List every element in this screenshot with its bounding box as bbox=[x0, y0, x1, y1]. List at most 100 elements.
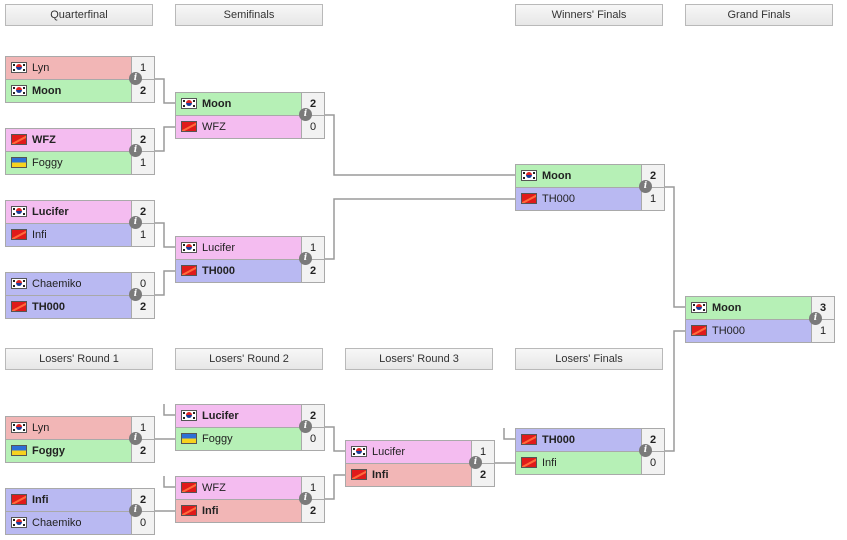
player-score: 2 bbox=[131, 440, 154, 462]
player-name: Chaemiko bbox=[32, 278, 82, 290]
flag-kr-icon bbox=[11, 422, 27, 433]
flag-cn-icon bbox=[521, 457, 537, 468]
flag-kr-icon bbox=[521, 170, 537, 181]
flag-cn-icon bbox=[521, 193, 537, 204]
info-icon[interactable]: i bbox=[129, 504, 142, 517]
player-name: Lyn bbox=[32, 422, 50, 434]
player-name: Foggy bbox=[32, 445, 65, 457]
player-name: Lucifer bbox=[202, 242, 236, 254]
player-score: 1 bbox=[131, 152, 154, 174]
player-name: Lucifer bbox=[202, 410, 239, 422]
flag-cn-icon bbox=[181, 482, 197, 493]
flag-ua-icon bbox=[181, 433, 197, 444]
flag-kr-icon bbox=[691, 302, 707, 313]
info-icon[interactable]: i bbox=[129, 72, 142, 85]
info-icon[interactable]: i bbox=[639, 444, 652, 457]
flag-cn-icon bbox=[351, 469, 367, 480]
player-score: 2 bbox=[131, 296, 154, 318]
header-losers-round-1: Losers' Round 1 bbox=[5, 348, 153, 370]
player-score: 0 bbox=[641, 452, 664, 474]
player-name: Lyn bbox=[32, 62, 50, 74]
header-losers-round-3: Losers' Round 3 bbox=[345, 348, 493, 370]
info-icon[interactable]: i bbox=[469, 456, 482, 469]
player-name: Chaemiko bbox=[32, 517, 82, 529]
header-winners-finals: Winners' Finals bbox=[515, 4, 663, 26]
player-row[interactable]: TH000 2 bbox=[5, 295, 155, 319]
player-row[interactable]: Infi 2 bbox=[175, 499, 325, 523]
player-score: 1 bbox=[131, 224, 154, 246]
flag-cn-icon bbox=[181, 505, 197, 516]
info-icon[interactable]: i bbox=[129, 216, 142, 229]
player-name: TH000 bbox=[542, 193, 576, 205]
player-name: WFZ bbox=[202, 121, 226, 133]
player-score: 1 bbox=[641, 188, 664, 210]
player-score: 2 bbox=[471, 464, 494, 486]
info-icon[interactable]: i bbox=[129, 288, 142, 301]
header-quarterfinal: Quarterfinal bbox=[5, 4, 153, 26]
flag-cn-icon bbox=[521, 434, 537, 445]
header-losers-finals: Losers' Finals bbox=[515, 348, 663, 370]
info-icon[interactable]: i bbox=[639, 180, 652, 193]
info-icon[interactable]: i bbox=[129, 144, 142, 157]
flag-cn-icon bbox=[11, 134, 27, 145]
header-semifinals: Semifinals bbox=[175, 4, 323, 26]
player-name: TH000 bbox=[712, 325, 746, 337]
flag-kr-icon bbox=[11, 517, 27, 528]
player-name: Infi bbox=[542, 457, 557, 469]
flag-kr-icon bbox=[181, 98, 197, 109]
player-score: 1 bbox=[811, 320, 834, 342]
player-name: Infi bbox=[372, 469, 389, 481]
flag-cn-icon bbox=[11, 301, 27, 312]
player-score: 2 bbox=[301, 500, 324, 522]
flag-cn-icon bbox=[181, 265, 197, 276]
player-name: TH000 bbox=[32, 301, 66, 313]
info-icon[interactable]: i bbox=[299, 252, 312, 265]
info-icon[interactable]: i bbox=[129, 432, 142, 445]
flag-kr-icon bbox=[11, 85, 27, 96]
player-name: Foggy bbox=[202, 433, 233, 445]
player-row[interactable]: Foggy 2 bbox=[5, 439, 155, 463]
flag-kr-icon bbox=[11, 206, 27, 217]
player-name: TH000 bbox=[542, 434, 576, 446]
info-icon[interactable]: i bbox=[299, 492, 312, 505]
info-icon[interactable]: i bbox=[809, 312, 822, 325]
player-name: WFZ bbox=[202, 482, 226, 494]
flag-cn-icon bbox=[11, 494, 27, 505]
player-name: Infi bbox=[32, 494, 49, 506]
flag-kr-icon bbox=[181, 242, 197, 253]
flag-cn-icon bbox=[691, 325, 707, 336]
header-grand-finals: Grand Finals bbox=[685, 4, 833, 26]
player-name: Moon bbox=[32, 85, 62, 97]
flag-kr-icon bbox=[351, 446, 367, 457]
flag-kr-icon bbox=[11, 278, 27, 289]
flag-kr-icon bbox=[11, 62, 27, 73]
player-score: 0 bbox=[301, 428, 324, 450]
player-row[interactable]: Infi 0 bbox=[515, 451, 665, 475]
player-name: Moon bbox=[712, 302, 742, 314]
flag-kr-icon bbox=[181, 410, 197, 421]
player-name: Infi bbox=[202, 505, 219, 517]
player-name: Lucifer bbox=[372, 446, 406, 458]
player-name: Foggy bbox=[32, 157, 63, 169]
flag-cn-icon bbox=[181, 121, 197, 132]
flag-ua-icon bbox=[11, 157, 27, 168]
info-icon[interactable]: i bbox=[299, 108, 312, 121]
info-icon[interactable]: i bbox=[299, 420, 312, 433]
player-name: TH000 bbox=[202, 265, 236, 277]
